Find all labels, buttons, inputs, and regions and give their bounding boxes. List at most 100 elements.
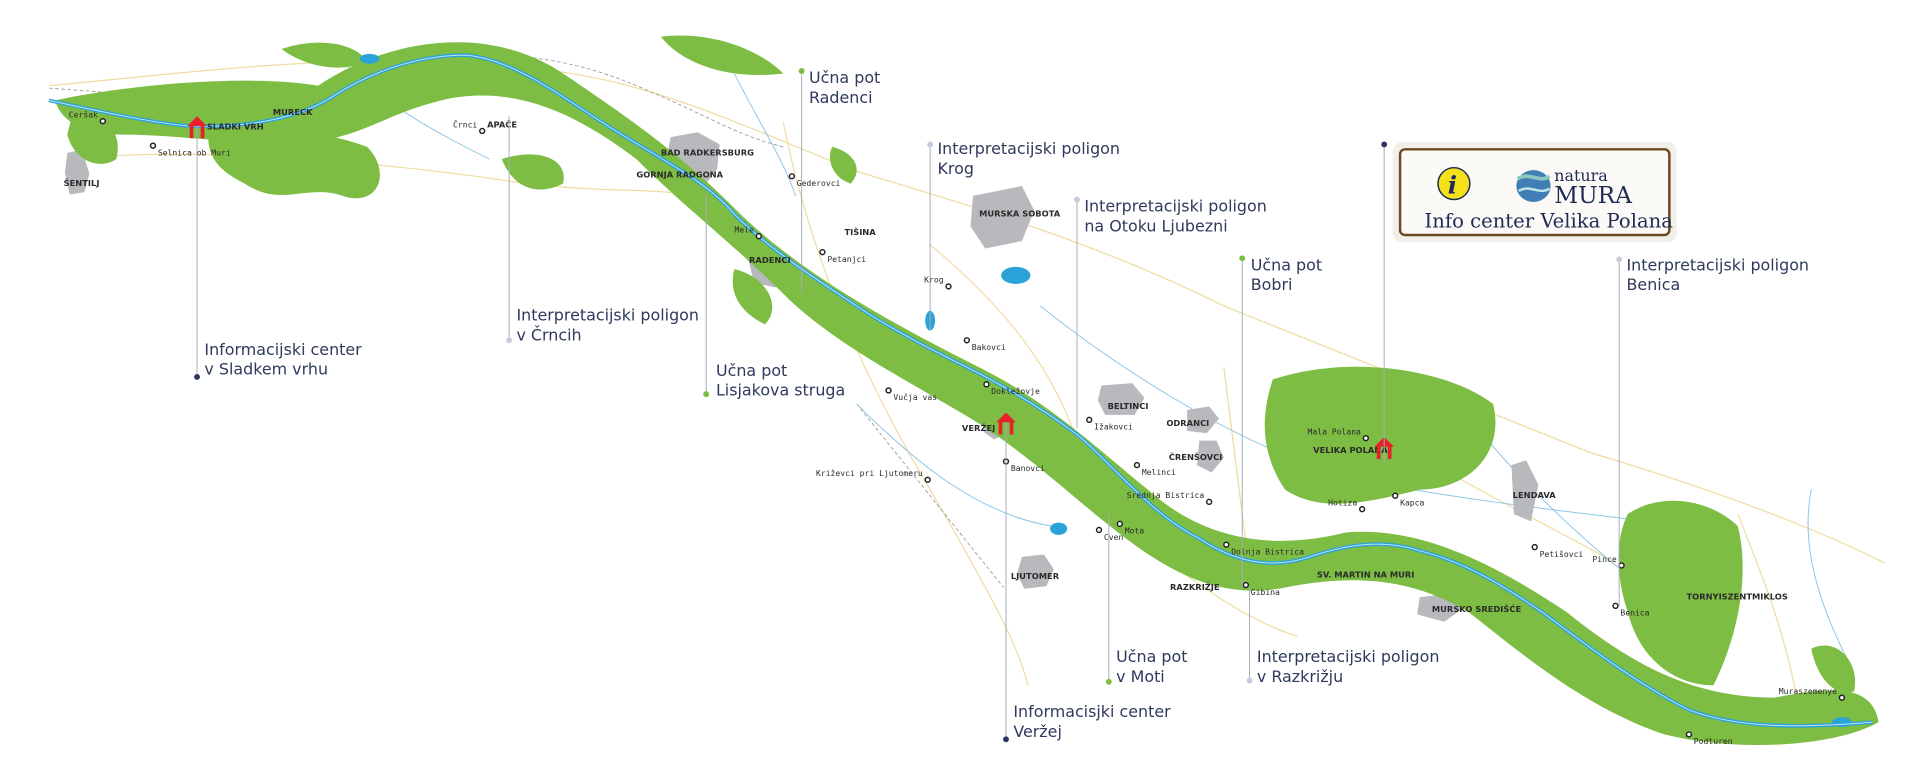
town-label: ODRANCI [1166, 418, 1209, 428]
village-dot [1205, 498, 1213, 506]
village-dot [924, 476, 931, 483]
village-label: Ižakovci [1094, 423, 1133, 432]
town-label: VELIKA POLANA [1313, 445, 1388, 455]
callout-label: Učna pot [716, 361, 787, 380]
town-label: VERŽEJ [962, 422, 995, 433]
village-label: Petišovci [1540, 549, 1584, 559]
village-dot [479, 127, 486, 135]
town-label: LENDAVA [1513, 490, 1557, 500]
info-icon [1437, 166, 1471, 201]
callout-label: v Razkrižju [1257, 667, 1343, 686]
village-dot [1612, 602, 1619, 610]
town-label: TORNYISZENTMIKLOS [1686, 592, 1787, 602]
info-box-title: Info center Velika Polana [1425, 210, 1674, 233]
callout-label: Bobri [1251, 275, 1293, 294]
callout-dot [703, 391, 710, 398]
village-dot [885, 387, 892, 394]
mura-river-highlight [48, 54, 1873, 727]
info-center-markers [187, 116, 1394, 459]
natura-mura-logo: natura MURA [1516, 166, 1633, 209]
town-label: RAZKRIŽJE [1170, 581, 1220, 592]
town-label: BAD RADKERSBURG [661, 147, 754, 157]
town-label: RADENCI [749, 255, 791, 265]
callout-label: Informacisjki center [1013, 702, 1171, 721]
village-dot [1362, 435, 1370, 442]
village-label: Gibina [1251, 588, 1280, 597]
village-dot [1685, 731, 1693, 738]
village-label: Kapca [1400, 499, 1424, 508]
town-label: LJUTOMER [1011, 571, 1060, 581]
info-center-house-icon[interactable] [187, 116, 207, 139]
callout-dot [506, 337, 513, 344]
town-label: MURECK [273, 107, 313, 117]
town-label: GORNJA RADGONA [636, 169, 723, 179]
village-label: Križevci pri Ljutomeru [816, 469, 923, 478]
village-dot [1116, 520, 1124, 528]
town-label: BELTINCI [1108, 401, 1149, 411]
town-label: MURSKA SOBOTA [979, 209, 1061, 219]
village-dot [1223, 541, 1230, 548]
village-dot [963, 337, 971, 344]
callout-label: Interpretacijski poligon [1626, 255, 1809, 274]
village-dot [1531, 543, 1538, 551]
callout-label: Informacijski center [204, 340, 362, 359]
callout[interactable] [1381, 141, 1388, 463]
callout-label: Veržej [1013, 722, 1062, 741]
callout-dot [798, 68, 805, 74]
info-center-house-icon[interactable] [1374, 436, 1394, 459]
town-label: SV. MARTIN NA MURI [1317, 570, 1415, 580]
village-dot [983, 381, 990, 388]
callout-label: Lisjakova struga [716, 380, 845, 399]
village-label: Srednja Bistrica [1127, 491, 1205, 500]
village-label: Podturen [1694, 737, 1733, 746]
town-label: MURSKO SREDIŠĆE [1432, 603, 1522, 614]
village-dot [1358, 505, 1366, 513]
village-dot [945, 283, 952, 290]
callout-dot [1616, 256, 1623, 263]
village-label: Hotiza [1328, 499, 1357, 508]
callout-label: Interpretacijski poligon [1084, 197, 1267, 216]
info-icon-glyph: i [1448, 170, 1457, 199]
callout-label: v Moti [1116, 667, 1165, 686]
callout-label: Radenci [809, 88, 873, 107]
village-dot [1095, 526, 1103, 534]
logo-mura: MURA [1554, 182, 1633, 209]
village-label: Črnci [453, 118, 477, 129]
village-label: Bakovci [972, 343, 1006, 352]
info-center-velika-polana-box[interactable]: i natura MURA Info center Velika Polana [1392, 141, 1677, 243]
village-label: Mele [734, 226, 754, 235]
callout-dot [1074, 196, 1080, 203]
village-label: Selnica ob Muri [158, 148, 231, 157]
town-label: SLADKI VRH [207, 122, 264, 132]
callout-label: Interpretacijski poligon [1257, 647, 1440, 666]
info-center-house-icon[interactable] [996, 412, 1016, 435]
callout-dot [1246, 677, 1253, 684]
village-dot [1242, 581, 1250, 589]
village-dot [755, 233, 762, 240]
village-dot [99, 117, 106, 125]
village-label: Ceršak [69, 110, 98, 120]
town-label: TIŠINA [844, 226, 876, 237]
callout-label: v Sladkem vrhu [204, 360, 328, 379]
village-label: Banovci [1011, 464, 1045, 473]
village-dot [1086, 416, 1093, 424]
village-dot [149, 142, 157, 149]
callout-label: Učna pot [1116, 647, 1187, 666]
callout-dot [1003, 736, 1009, 743]
town-label: ČRENŠOVCI [1169, 451, 1223, 462]
lakes [359, 53, 1852, 728]
village-label: Muraszemenye [1779, 687, 1837, 696]
callout-label: Učna pot [1251, 255, 1322, 274]
